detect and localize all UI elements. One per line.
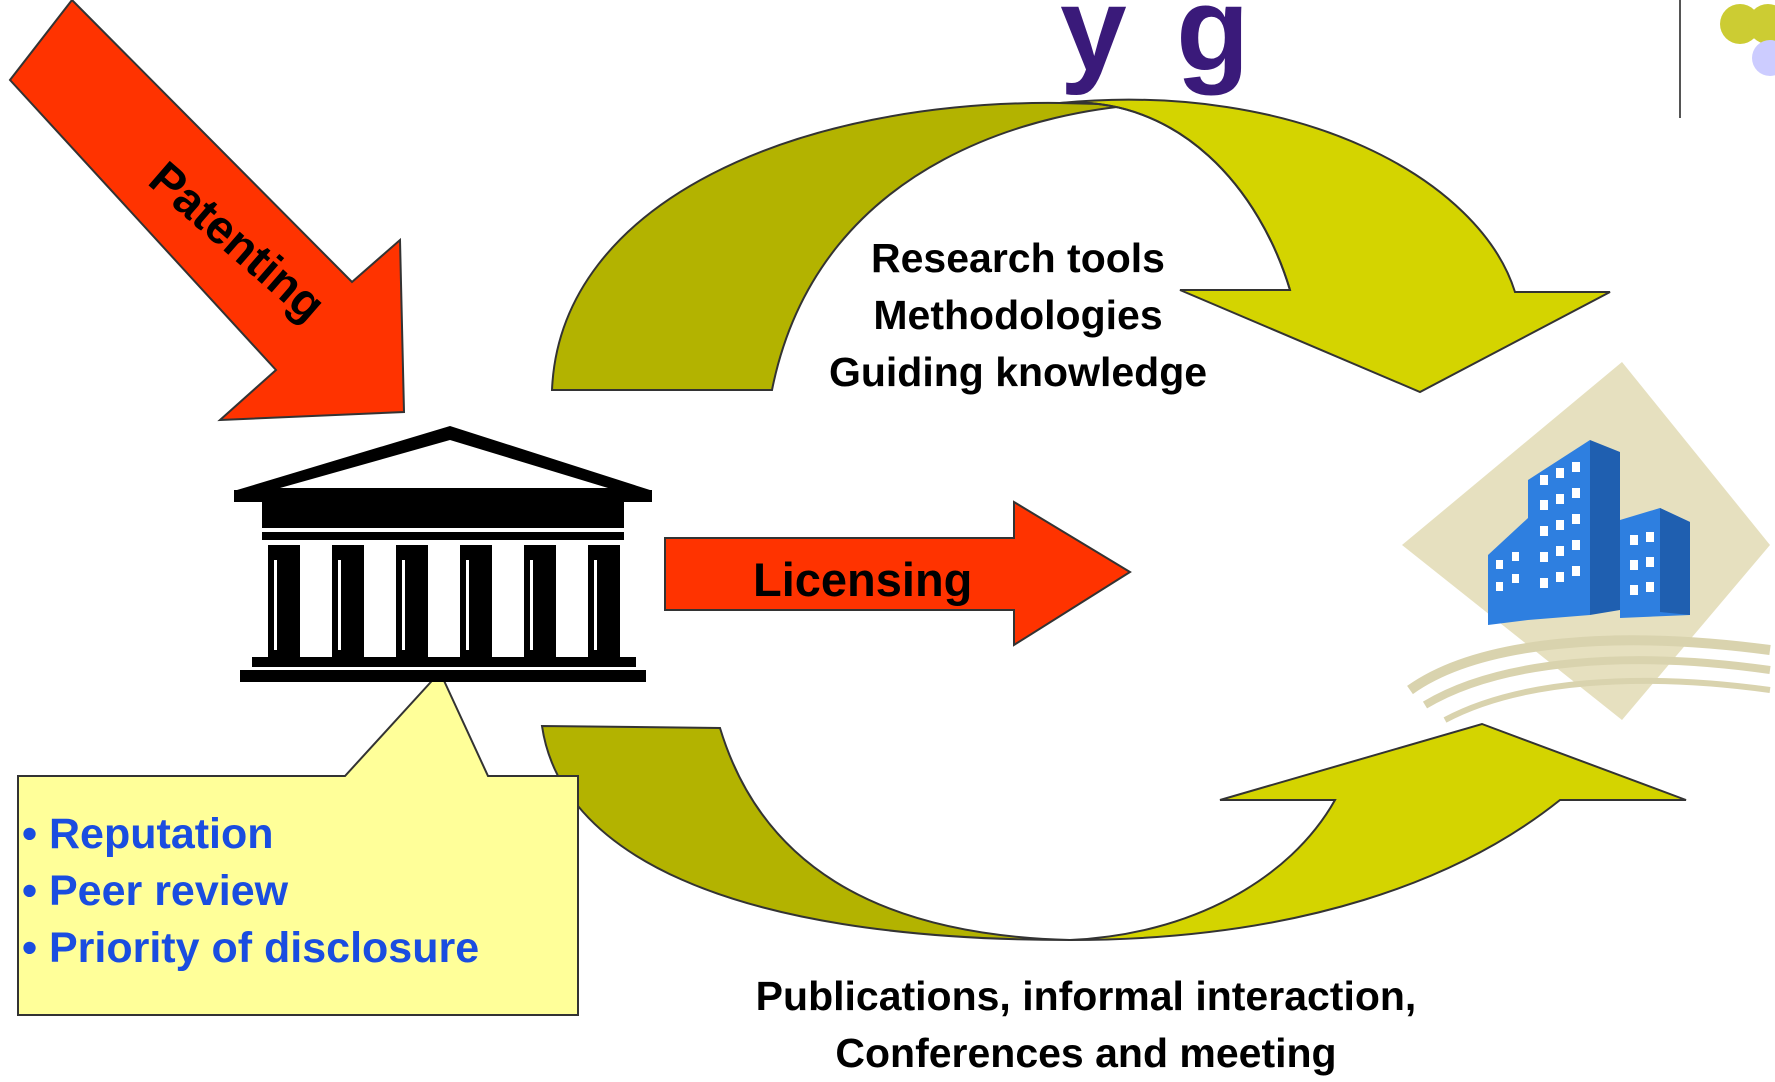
slide-title-fragment: y g <box>1060 0 1258 96</box>
bottom-flow-label: Publications, informal interaction, Conf… <box>756 968 1417 1082</box>
callout-item: • Reputation <box>22 810 274 858</box>
top-curved-arrow <box>550 98 1611 394</box>
callout-box <box>17 670 579 1016</box>
callout-item: • Priority of disclosure <box>22 924 480 972</box>
top-flow-line: Methodologies <box>873 292 1163 338</box>
office-buildings-icon <box>1402 362 1771 723</box>
decorative-dots-icon <box>1679 0 1775 118</box>
licensing-label: Licensing <box>753 553 973 606</box>
top-flow-label: Research tools Methodologies Guiding kno… <box>829 230 1207 401</box>
university-building-icon <box>234 426 652 682</box>
callout-list: • Reputation • Peer review • Priority of… <box>22 806 479 977</box>
top-flow-line: Guiding knowledge <box>828 349 1208 395</box>
top-flow-line: Research tools <box>871 235 1165 281</box>
bottom-flow-line: Conferences and meeting <box>835 1030 1337 1076</box>
licensing-arrow <box>664 500 1132 647</box>
patenting-arrow <box>8 0 406 422</box>
bottom-curved-arrow <box>540 722 1687 941</box>
callout-item: • Peer review <box>22 867 289 915</box>
bottom-flow-line: Publications, informal interaction, <box>755 973 1417 1019</box>
